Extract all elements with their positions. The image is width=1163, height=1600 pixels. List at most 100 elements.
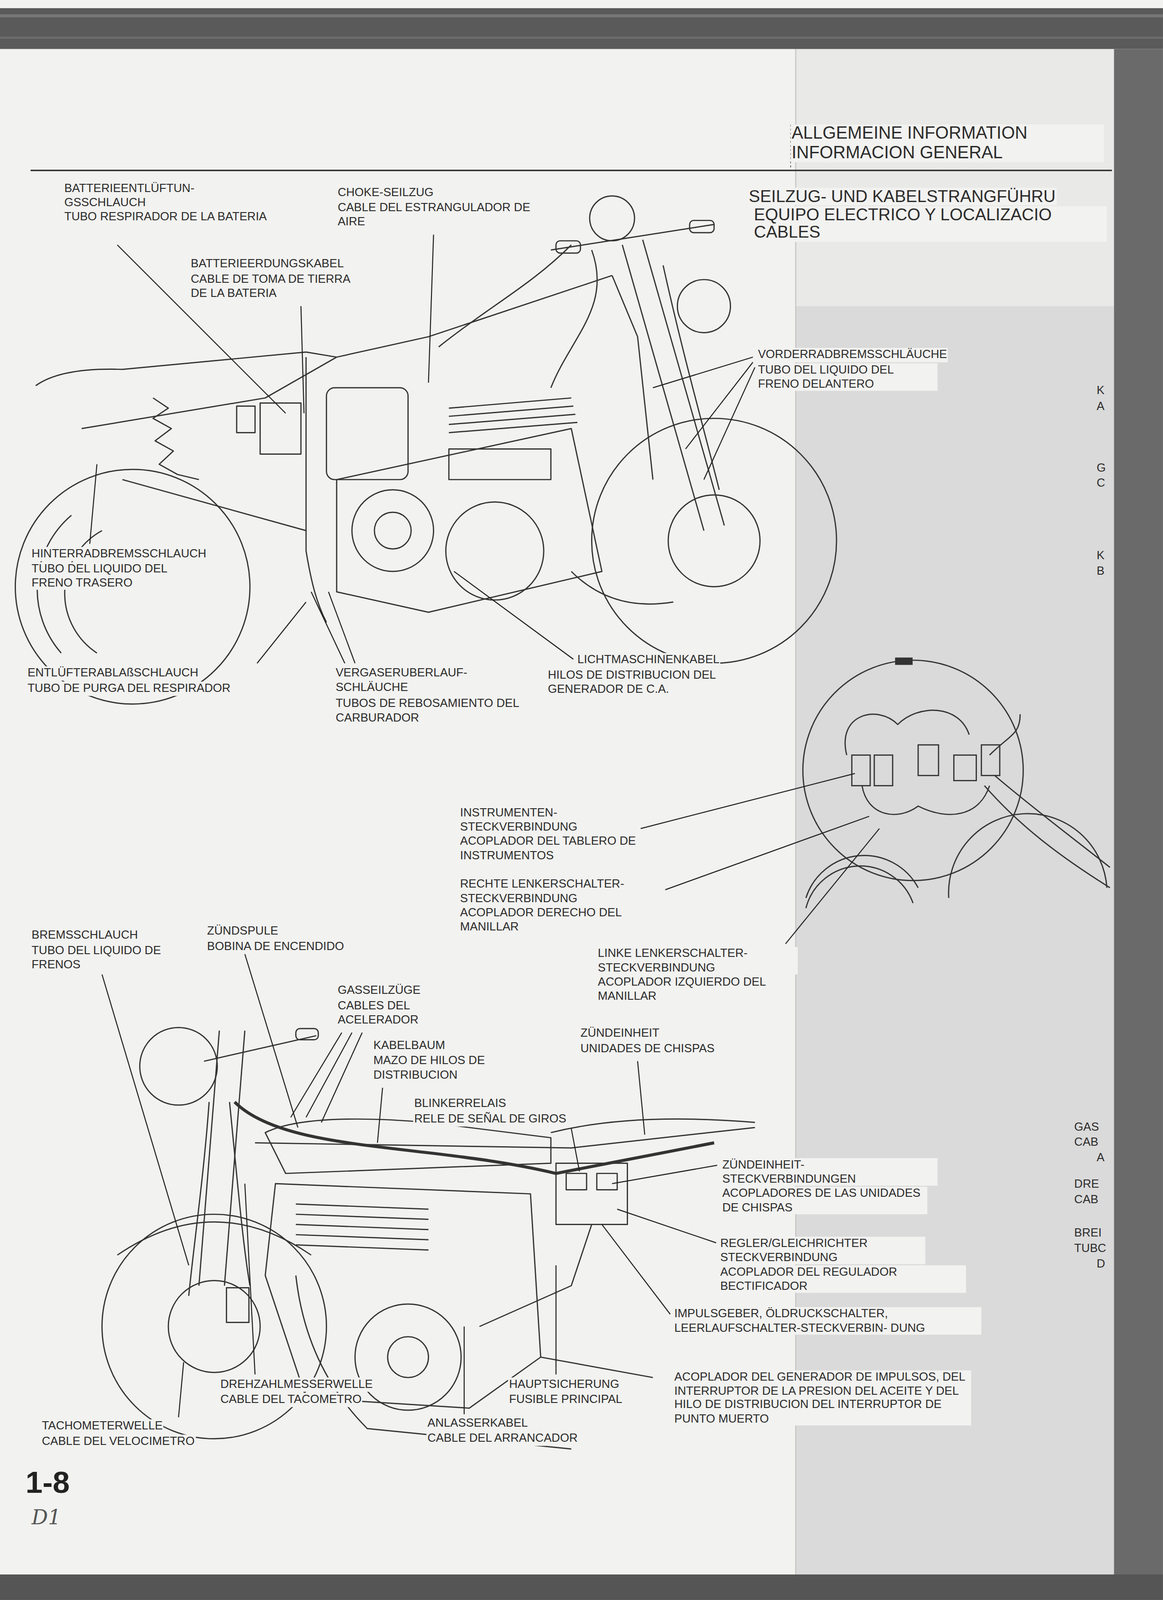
part-label: ACOPLADOR DEL TABLERO DE INSTRUMENTOS: [459, 834, 666, 863]
leader-line: [244, 1183, 255, 1375]
part-label: CABLE DEL ARRANCADOR: [426, 1431, 579, 1446]
part-label: DREHZAHLMESSERWELLE: [219, 1377, 374, 1392]
lower-motorcycle-illustration: [188, 1101, 210, 1296]
part-label: ACOPLADOR DERECHO DEL MANILLAR: [459, 906, 676, 935]
part-label: KABELBAUM: [372, 1038, 447, 1053]
scan-band: [0, 8, 1163, 49]
upper-motorcycle-illustration: [448, 405, 574, 416]
upper-motorcycle-illustration: [589, 196, 635, 241]
part-label: BATTERIEENTLÜFTUN- GSSCHLAUCH: [63, 181, 219, 210]
instrument-connector-illustration: [981, 744, 1000, 776]
part-label: TUBO DE PURGA DEL RESPIRADOR: [26, 681, 232, 696]
part-label: TUBO RESPIRADOR DE LA BATERIA: [63, 210, 269, 224]
leader-line: [685, 362, 753, 449]
instrument-connector-illustration: [895, 658, 913, 665]
lower-motorcycle-illustration: [550, 1118, 755, 1133]
header-rule: [30, 169, 1112, 172]
upper-motorcycle-illustration: [35, 352, 337, 386]
part-label: ZÜNDEINHEIT: [579, 1026, 661, 1041]
instrument-connector-illustration: [805, 855, 919, 899]
upper-motorcycle-illustration: [374, 512, 412, 550]
part-label: B: [1095, 564, 1106, 578]
part-label: ENTLÜFTERABLAßSCHLAUCH: [26, 666, 200, 681]
upper-motorcycle-illustration: [438, 244, 572, 348]
leader-line: [640, 773, 856, 829]
scan-band: [0, 1574, 1163, 1600]
leader-line: [703, 367, 755, 480]
upper-motorcycle-illustration: [642, 239, 725, 526]
part-label: BATTERIEERDUNGSKABEL: [189, 257, 345, 271]
instrument-connector-illustration: [861, 785, 990, 815]
part-label: GASSEILZÜGE: [336, 983, 422, 998]
part-label: LINKE LENKERSCHALTER- STECKVERBINDUNG: [597, 946, 799, 975]
leader-line: [89, 464, 98, 545]
upper-motorcycle-illustration: [326, 387, 409, 480]
instrument-connector-illustration: [805, 866, 914, 909]
leader-line: [377, 1087, 383, 1143]
upper-motorcycle-illustration: [15, 196, 837, 705]
part-label: TUBOS DE REBOSAMIENTO DEL CARBURADOR: [334, 696, 526, 725]
instrument-connector-illustration: [851, 755, 871, 786]
instrument-connector-illustration: [874, 755, 893, 786]
part-label: RECHTE LENKERSCHALTER- STECKVERBINDUNG: [459, 877, 666, 906]
upper-motorcycle-illustration: [236, 405, 255, 433]
instrument-connector-illustration: [994, 775, 1111, 868]
part-label: HINTERRADBREMSSCHLAUCH: [30, 546, 208, 561]
lower-motorcycle-illustration: [168, 1280, 260, 1373]
leader-line: [321, 1032, 363, 1123]
section-heading: EQUIPO ELECTRICO Y LOCALIZACIO CABLES: [752, 206, 1107, 242]
part-label: CABLE DE TOMA DE TIERRA DE LA BATERIA: [189, 272, 371, 301]
section-heading: SEILZUG- UND KABELSTRANGFÜHRU: [747, 187, 1057, 206]
lower-motorcycle-illustration: [254, 1127, 755, 1148]
part-label: CAB: [1073, 1135, 1100, 1150]
part-label: DRE: [1073, 1177, 1101, 1192]
lower-motorcycle-illustration: [597, 1173, 618, 1190]
part-label: ANLASSERKABEL: [426, 1416, 530, 1430]
lower-motorcycle-illustration: [295, 1214, 429, 1220]
upper-motorcycle-illustration: [571, 571, 674, 605]
upper-motorcycle-illustration: [663, 265, 720, 490]
leader-line: [453, 571, 574, 660]
page-ground: [795, 48, 797, 1575]
handwritten-mark: D1: [30, 1505, 63, 1531]
leader-line: [602, 1224, 671, 1315]
leader-line: [555, 1265, 557, 1375]
instrument-connector-illustration: [984, 785, 1111, 888]
lower-motorcycle-illustration: [139, 1027, 218, 1106]
leader-line: [290, 1032, 342, 1118]
scan-band: [0, 8, 1163, 1600]
upper-motorcycle-illustration: [305, 357, 307, 551]
part-label: A: [1095, 1151, 1106, 1165]
scan-band: [1114, 48, 1163, 1575]
part-label: RELE DE SEÑAL DE GIROS: [413, 1112, 568, 1127]
leader-line: [617, 1209, 717, 1243]
instrument-connector-illustration: [802, 658, 1110, 909]
leader-line: [428, 234, 434, 383]
page-number: 1-8: [24, 1467, 71, 1498]
lower-motorcycle-illustration: [295, 1275, 572, 1449]
lower-motorcycle-illustration: [479, 1224, 592, 1327]
instrument-connector-illustration: [989, 714, 1021, 755]
upper-motorcycle-illustration: [591, 418, 837, 664]
upper-motorcycle-illustration: [81, 357, 337, 429]
lower-motorcycle-illustration: [295, 1244, 429, 1250]
upper-motorcycle-illustration: [555, 240, 581, 254]
leader-line: [178, 1362, 184, 1418]
lower-motorcycle-illustration: [295, 1204, 429, 1210]
instrument-connector-illustration: [802, 659, 1023, 881]
lower-motorcycle-illustration: [226, 1287, 250, 1323]
part-label: ACOPLADOR IZQUIERDO DEL MANILLAR: [597, 975, 788, 1004]
part-label: ACOPLADOR DEL GENERADOR DE IMPULSOS, DEL…: [673, 1370, 971, 1426]
page-title: ALLGEMEINE INFORMATION INFORMACION GENER…: [790, 124, 1105, 163]
part-label: HAUPTSICHERUNG: [508, 1377, 621, 1392]
part-label: BREI: [1073, 1226, 1103, 1241]
part-label: C: [1095, 476, 1106, 491]
instrument-connector-illustration: [953, 755, 977, 781]
upper-motorcycle-illustration: [336, 275, 613, 358]
part-label: FUSIBLE PRINCIPAL: [508, 1392, 624, 1407]
lower-motorcycle-illustration: [198, 1030, 220, 1286]
leader-line: [301, 306, 305, 414]
upper-motorcycle-illustration: [153, 398, 200, 480]
upper-motorcycle-illustration: [448, 422, 578, 433]
part-label: TUBO DEL LIQUIDO DE FRENOS: [30, 943, 186, 972]
